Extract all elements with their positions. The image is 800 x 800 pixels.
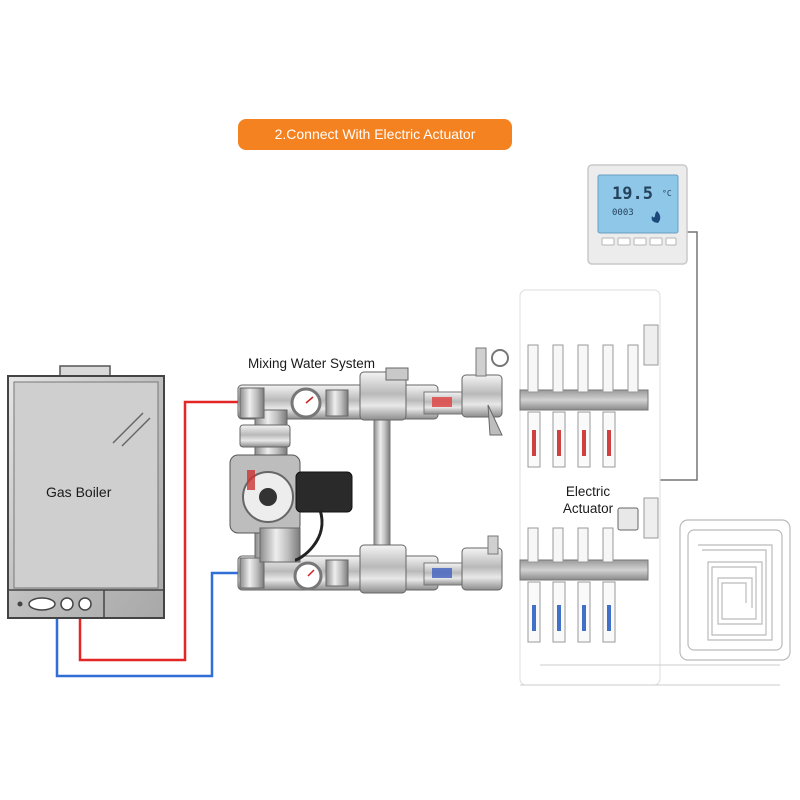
- electric-actuator-icon: [617, 507, 639, 531]
- boiler-knob: [60, 597, 74, 611]
- manifold: [519, 289, 780, 686]
- mixing-water-system-label: Mixing Water System: [248, 356, 376, 371]
- boiler-indicator: [17, 601, 23, 607]
- electric-actuator-label: Electric Actuator: [558, 483, 618, 517]
- room-thermostat: [587, 164, 688, 265]
- underfloor-heating-loop: [679, 519, 791, 661]
- thermostat-temperature: 19.5: [612, 184, 653, 204]
- supply-pipe: [78, 400, 240, 662]
- valve-gauge-icon: [491, 349, 509, 367]
- boiler-knob: [78, 597, 92, 611]
- step-banner: 2.Connect With Electric Actuator: [238, 119, 512, 150]
- return-pipe: [55, 571, 240, 678]
- thermostat-code: 0003: [612, 208, 634, 218]
- electric-actuator-label-line1: Electric: [565, 484, 611, 499]
- air-vent-icon: [643, 497, 659, 539]
- thermostat-unit: °C: [662, 189, 672, 198]
- electric-actuator-label-line2: Actuator: [562, 501, 614, 516]
- mixing-water-system: [229, 367, 469, 594]
- gas-boiler: [7, 365, 165, 619]
- flame-icon: [651, 211, 661, 223]
- return-bar: [519, 559, 649, 581]
- boiler-display: [28, 597, 56, 611]
- air-vent-icon: [643, 324, 659, 366]
- connection-valves: [461, 347, 509, 591]
- thermostat-buttons: [601, 237, 677, 246]
- gas-boiler-label: Gas Boiler: [46, 484, 112, 500]
- supply-bar: [519, 389, 649, 411]
